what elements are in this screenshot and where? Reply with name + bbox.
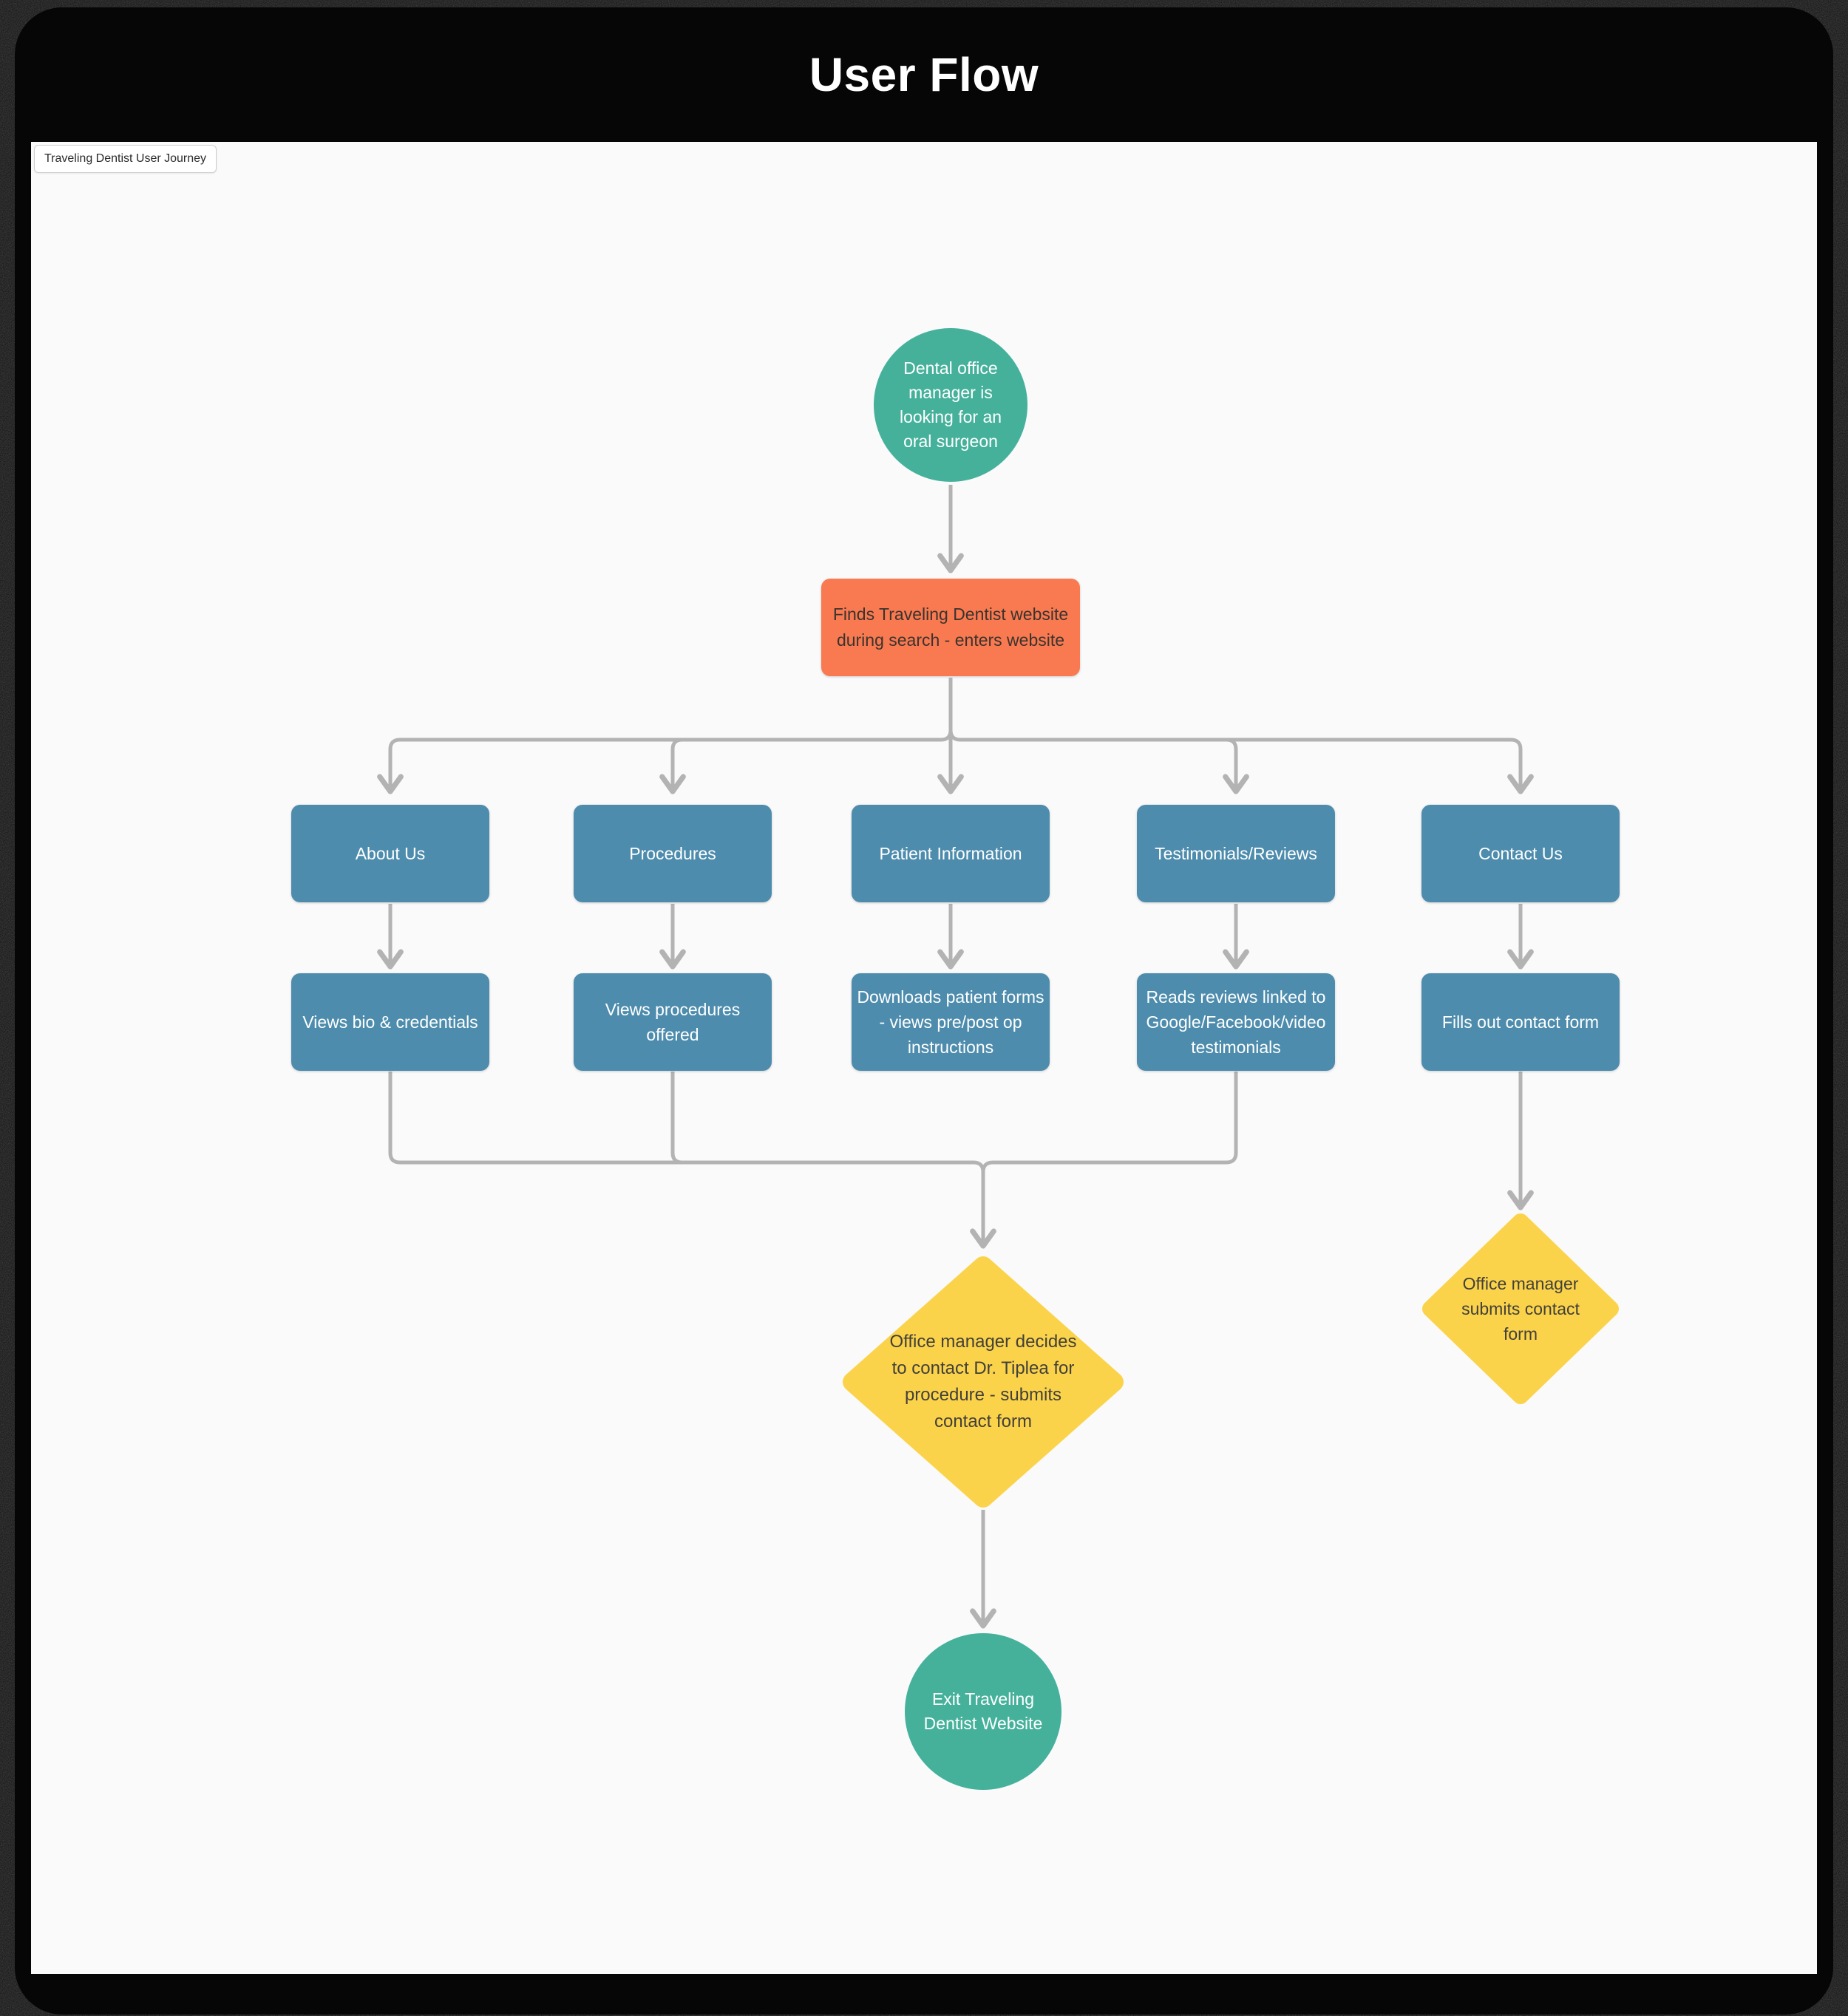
page-header: User Flow — [15, 7, 1833, 142]
decision-label: Office manager submits contact form — [1461, 1274, 1580, 1344]
action-label: Views procedures offered — [605, 1000, 741, 1044]
action-node-views-bio[interactable]: Views bio & credentials — [291, 973, 489, 1071]
start-node-label: Dental office manager is looking for an … — [899, 358, 1002, 451]
start-node[interactable]: Dental office manager is looking for an … — [874, 328, 1027, 482]
edge-entry-procedures — [659, 738, 686, 794]
edge-entry-about-us — [377, 678, 953, 794]
diamond-shape — [1422, 1213, 1619, 1404]
action-node-reads-reviews[interactable]: Reads reviews linked to Google/Facebook/… — [1137, 973, 1335, 1071]
frame-label-tab[interactable]: Traveling Dentist User Journey — [34, 145, 217, 173]
action-label: Downloads patient forms - views pre/post… — [857, 987, 1044, 1057]
decision-node-main[interactable]: Office manager decides to contact Dr. Ti… — [843, 1256, 1124, 1508]
section-label: Testimonials/Reviews — [1155, 844, 1317, 863]
decision-label: Office manager decides to contact Dr. Ti… — [889, 1332, 1077, 1431]
action-label: Views bio & credentials — [302, 1012, 478, 1032]
exit-node-label: Exit Traveling Dentist Website — [923, 1689, 1043, 1733]
action-node-downloads-forms[interactable]: Downloads patient forms - views pre/post… — [852, 973, 1050, 1071]
section-node-procedures[interactable]: Procedures — [574, 805, 772, 902]
entry-node[interactable]: Finds Traveling Dentist website during s… — [821, 579, 1080, 676]
decision-node-contact[interactable]: Office manager submits contact form — [1422, 1213, 1619, 1404]
diamond-shape — [843, 1256, 1124, 1508]
edge-merge-decision — [388, 1072, 996, 1249]
entry-node-label: Finds Traveling Dentist website during s… — [832, 605, 1069, 650]
section-label: Patient Information — [879, 844, 1022, 863]
action-node-fills-contact-form[interactable]: Fills out contact form — [1421, 973, 1620, 1071]
edge-entry-contact-us — [948, 678, 1534, 794]
section-label: Procedures — [629, 844, 716, 863]
section-node-about-us[interactable]: About Us — [291, 805, 489, 902]
exit-node[interactable]: Exit Traveling Dentist Website — [905, 1633, 1061, 1790]
action-node-views-procedures[interactable]: Views procedures offered — [574, 973, 772, 1071]
section-node-contact-us[interactable]: Contact Us — [1421, 805, 1620, 902]
action-label: Fills out contact form — [1441, 1012, 1600, 1032]
edge-testimonials-merge — [981, 1072, 1238, 1173]
section-label: About Us — [355, 844, 426, 863]
action-label: Reads reviews linked to Google/Facebook/… — [1146, 987, 1326, 1057]
section-node-patient-information[interactable]: Patient Information — [852, 805, 1050, 902]
section-node-testimonials-reviews[interactable]: Testimonials/Reviews — [1137, 805, 1335, 902]
edge-entry-testimonials — [1223, 738, 1249, 794]
page-title: User Flow — [809, 48, 1039, 101]
section-label: Contact Us — [1478, 844, 1563, 863]
edge-procedures-merge — [670, 1072, 683, 1165]
